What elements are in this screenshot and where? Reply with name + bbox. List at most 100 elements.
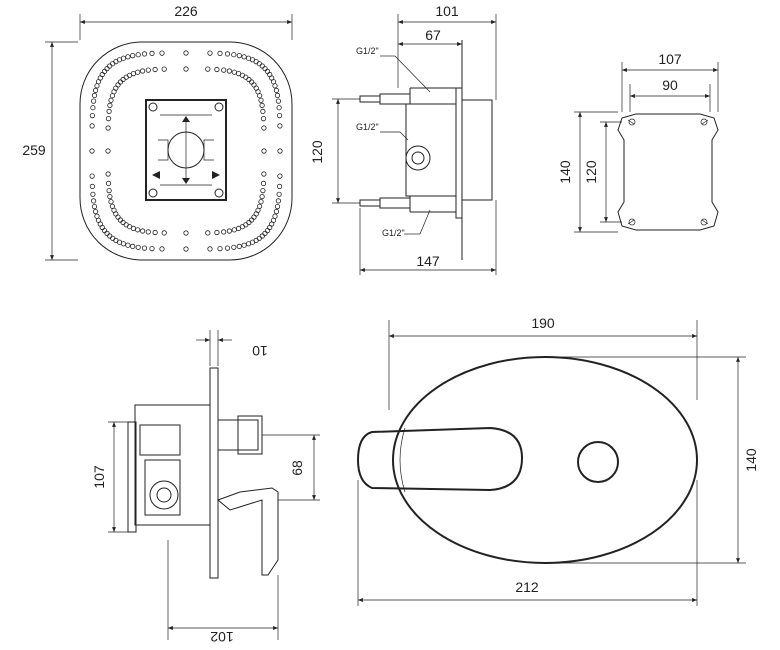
- plate-dot: [205, 230, 211, 236]
- plate-dot: [105, 125, 111, 131]
- valve-housing: [134, 404, 211, 526]
- plate-dot: [130, 71, 136, 77]
- plate-dot: [256, 61, 262, 67]
- plate-dot: [214, 229, 220, 236]
- plate-dot: [249, 79, 255, 85]
- plate-dot: [105, 180, 112, 186]
- dimension-lower-width: 212: [515, 579, 539, 595]
- plate-dot: [276, 113, 283, 119]
- plate-dot: [140, 228, 146, 234]
- dimension-depth-inner: 67: [425, 27, 441, 43]
- plate-dot: [149, 246, 155, 252]
- plate-dot: [145, 67, 151, 73]
- plate-dot: [241, 242, 247, 248]
- plate-dot: [117, 79, 124, 85]
- plate-dot: [101, 228, 108, 234]
- plate-dot: [101, 68, 108, 75]
- dimension-bracket-outer-width: 107: [658, 51, 682, 67]
- plate-dot: [90, 191, 96, 197]
- plate-dot: [231, 244, 237, 250]
- plate-dot: [93, 209, 99, 215]
- dimension-plate-offset: 10: [252, 343, 268, 359]
- plate-dot: [273, 87, 279, 94]
- plate-dot: [89, 173, 95, 179]
- plate-dot: [236, 243, 242, 249]
- plate-dot: [94, 213, 100, 219]
- plate-outline: [79, 41, 293, 261]
- plate-dot: [113, 85, 119, 91]
- side-port: [149, 480, 179, 510]
- plate-dot: [115, 82, 121, 88]
- plate-dot: [276, 183, 283, 189]
- plate-dot: [130, 243, 136, 249]
- plate-dot: [275, 98, 281, 104]
- plate-dot: [110, 235, 116, 241]
- plate-dot: [275, 198, 281, 204]
- plate-dot: [273, 209, 279, 215]
- mounting-plate: [455, 87, 463, 219]
- plate-dot: [107, 102, 113, 109]
- plate-dot: [115, 214, 121, 220]
- plate-dot: [249, 217, 255, 223]
- plate-dot: [236, 225, 242, 231]
- plate-dot: [256, 93, 263, 99]
- plate-dot: [89, 113, 96, 119]
- plate-dot: [245, 241, 252, 247]
- plate-dot: [89, 148, 95, 154]
- side-view-body: 101 67 120 147 G1/2" G1/2" G1/2": [309, 3, 497, 275]
- plate-dot: [274, 204, 281, 210]
- mounting-box: [145, 99, 227, 201]
- plate-dot: [91, 204, 98, 210]
- plate-dot: [120, 76, 126, 83]
- dimension-trim-height: 140: [743, 448, 759, 472]
- plate-dot: [264, 228, 271, 234]
- plate-dot: [109, 203, 116, 209]
- plate-dot: [106, 108, 112, 115]
- plate-dot: [90, 105, 96, 111]
- plate-dot: [152, 66, 158, 73]
- trim-plate: [392, 356, 698, 564]
- dimension-depth-bottom: 147: [416, 253, 440, 269]
- dimension-bracket-inner-height: 120: [583, 160, 599, 184]
- plate-dot: [106, 188, 112, 194]
- plate-dot: [104, 66, 110, 72]
- plate-dot: [205, 66, 211, 72]
- dimension-port-spacing: 120: [309, 140, 325, 164]
- plate-dot: [259, 194, 265, 200]
- plate-dot: [264, 68, 271, 75]
- plate-dot: [277, 123, 283, 129]
- plate-dot: [105, 148, 111, 154]
- plate-dot: [261, 125, 267, 131]
- front-trim-view: 190 140 212: [356, 315, 759, 606]
- plate-dot: [141, 51, 148, 57]
- plate-dot: [110, 61, 116, 67]
- dimension-outlet-offset: 68: [289, 460, 305, 476]
- bracket-outline: [617, 113, 719, 231]
- plate-dot: [207, 50, 213, 56]
- plate-dot: [246, 76, 252, 83]
- decorative-dot-pattern: [89, 50, 283, 252]
- plate-dot: [113, 237, 119, 243]
- plate-dot: [117, 217, 124, 223]
- plate-dot: [91, 98, 97, 104]
- valve-port: [405, 145, 431, 171]
- valve-body: [405, 103, 457, 197]
- plate-dot: [251, 82, 257, 88]
- plate-dot: [91, 198, 97, 204]
- top-inlet: [379, 93, 411, 105]
- plate-dot: [130, 52, 136, 59]
- plate-dot: [135, 52, 141, 58]
- plate-dot: [274, 92, 281, 99]
- plate-dot: [243, 74, 249, 80]
- plate-dot: [226, 228, 232, 234]
- plate-dot: [183, 246, 189, 252]
- lever-handle-front: [356, 426, 524, 492]
- installed-side-view: 10 107 68 102: [91, 330, 320, 645]
- lever-handle: [217, 487, 279, 576]
- plate-dot: [214, 66, 220, 73]
- plate-dot: [226, 68, 232, 74]
- plate-dot: [89, 123, 95, 129]
- label-thread-top: G1/2": [356, 46, 379, 56]
- plate-dot: [105, 171, 111, 177]
- mounting-bracket-view: 107 90 140 120: [557, 51, 719, 233]
